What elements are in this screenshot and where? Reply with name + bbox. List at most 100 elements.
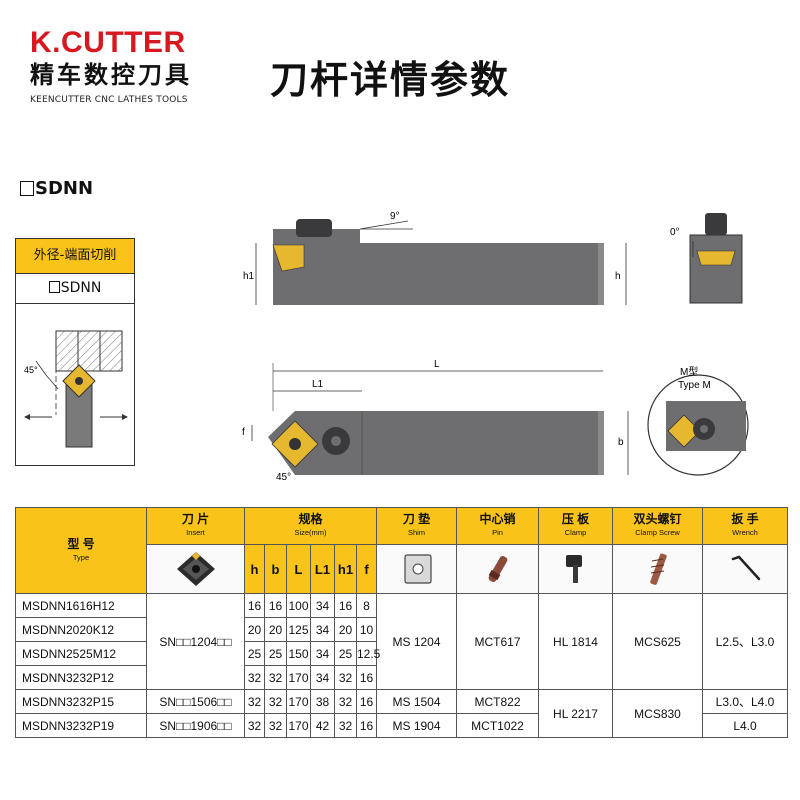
size-col-h: h [244, 544, 265, 594]
cell-f: 10 [356, 617, 377, 642]
clamp-screw-image [612, 544, 703, 594]
size-col-L: L [286, 544, 311, 594]
pin-group-1: MCT617 [456, 593, 539, 690]
application-label: 外径-端面切削 [16, 239, 134, 274]
clamp-screw-icon [649, 553, 667, 585]
cell-h: 16 [244, 593, 265, 618]
size-col-L1: L1 [310, 544, 335, 594]
approach-angle: 45° [276, 472, 291, 483]
cell-f: 16 [356, 713, 377, 738]
insert-image [146, 544, 245, 594]
clamp-group-1: HL 1814 [538, 593, 613, 690]
cell-L: 150 [286, 641, 311, 666]
application-holder: SDNN [16, 273, 134, 304]
shim-group-3: MS 1904 [376, 713, 457, 738]
shim-group-1: MS 1204 [376, 593, 457, 690]
application-panel: 外径-端面切削 SDNN 45° [15, 238, 135, 466]
side-angle: 9° [390, 211, 400, 222]
cell-L1: 34 [310, 593, 335, 618]
screw-group-2: MCS830 [612, 689, 703, 738]
size-col-b: b [264, 544, 287, 594]
insert-group-3: SN□□1906□□ [146, 713, 245, 738]
cell-h: 32 [244, 713, 265, 738]
end-angle: 0° [670, 227, 680, 238]
cell-L1: 34 [310, 617, 335, 642]
table-row: MSDNN3232P19 [15, 713, 147, 738]
dim-h: h [615, 271, 621, 282]
cell-h: 32 [244, 689, 265, 714]
application-holder-text: SDNN [60, 280, 102, 296]
checkbox-icon [48, 281, 60, 293]
side-view-diagram: 9° h1 h [243, 211, 627, 305]
clamp-icon [565, 555, 582, 583]
dim-L1: L1 [312, 379, 324, 390]
cell-L1: 38 [310, 689, 335, 714]
cell-L: 170 [286, 665, 311, 690]
wrench-image [702, 544, 788, 594]
cell-L1: 42 [310, 713, 335, 738]
cell-f: 16 [356, 689, 377, 714]
size-col-h1: h1 [334, 544, 357, 594]
cell-h1: 32 [334, 713, 357, 738]
dim-L: L [434, 359, 440, 370]
cell-L: 170 [286, 689, 311, 714]
insert-icon [696, 250, 736, 266]
cell-L1: 34 [310, 641, 335, 666]
cell-L1: 34 [310, 665, 335, 690]
clamp-group-2: HL 2217 [538, 689, 613, 738]
page-title: 刀杆详情参数 [270, 58, 511, 102]
section-title-text: SDNN [35, 178, 94, 199]
cell-h1: 20 [334, 617, 357, 642]
table-row: MSDNN2525M12 [15, 641, 147, 666]
brand-logo: K.CUTTER [30, 26, 186, 59]
brand-name-en: KEENCUTTER CNC LATHES TOOLS [30, 95, 188, 105]
insert-group-1: SN□□1204□□ [146, 593, 245, 690]
clamp-head-icon [296, 219, 332, 237]
wrench-icon [731, 555, 761, 581]
brand-name-cn: 精车数控刀具 [30, 61, 192, 89]
cell-b: 32 [264, 689, 287, 714]
holder-body [273, 243, 603, 305]
workpiece-hatch [55, 330, 123, 372]
wrench-group-3: L4.0 [702, 713, 788, 738]
size-col-f: f [356, 544, 377, 594]
wrench-group-2: L3.0、L4.0 [702, 689, 788, 714]
clamp-type-en: Type M [678, 380, 711, 391]
pin-icon [488, 555, 507, 583]
cell-L: 100 [286, 593, 311, 618]
insert-icon [176, 552, 215, 586]
cell-h: 25 [244, 641, 265, 666]
insert-group-2: SN□□1506□□ [146, 689, 245, 714]
cell-h: 20 [244, 617, 265, 642]
cell-b: 32 [264, 665, 287, 690]
clamp-type-cn: M型 [680, 365, 698, 378]
shim-icon [403, 554, 432, 584]
cell-b: 25 [264, 641, 287, 666]
cell-h1: 16 [334, 593, 357, 618]
cell-h1: 32 [334, 689, 357, 714]
shim-group-2: MS 1504 [376, 689, 457, 714]
cell-b: 32 [264, 713, 287, 738]
application-diagram: 45° [24, 330, 128, 448]
table-row: MSDNN2020K12 [15, 617, 147, 642]
cell-h1: 25 [334, 641, 357, 666]
clamp-type-detail: M型 Type M [647, 365, 749, 476]
pin-group-3: MCT1022 [456, 713, 539, 738]
cell-L: 170 [286, 713, 311, 738]
cell-L: 125 [286, 617, 311, 642]
table-row: MSDNN3232P15 [15, 689, 147, 714]
dim-f: f [242, 427, 245, 438]
cell-h: 32 [244, 665, 265, 690]
screw-group-1: MCS625 [612, 593, 703, 690]
pin-group-2: MCT822 [456, 689, 539, 714]
cell-b: 16 [264, 593, 287, 618]
insert-icon [272, 244, 305, 272]
cell-f: 12.5 [356, 641, 380, 666]
